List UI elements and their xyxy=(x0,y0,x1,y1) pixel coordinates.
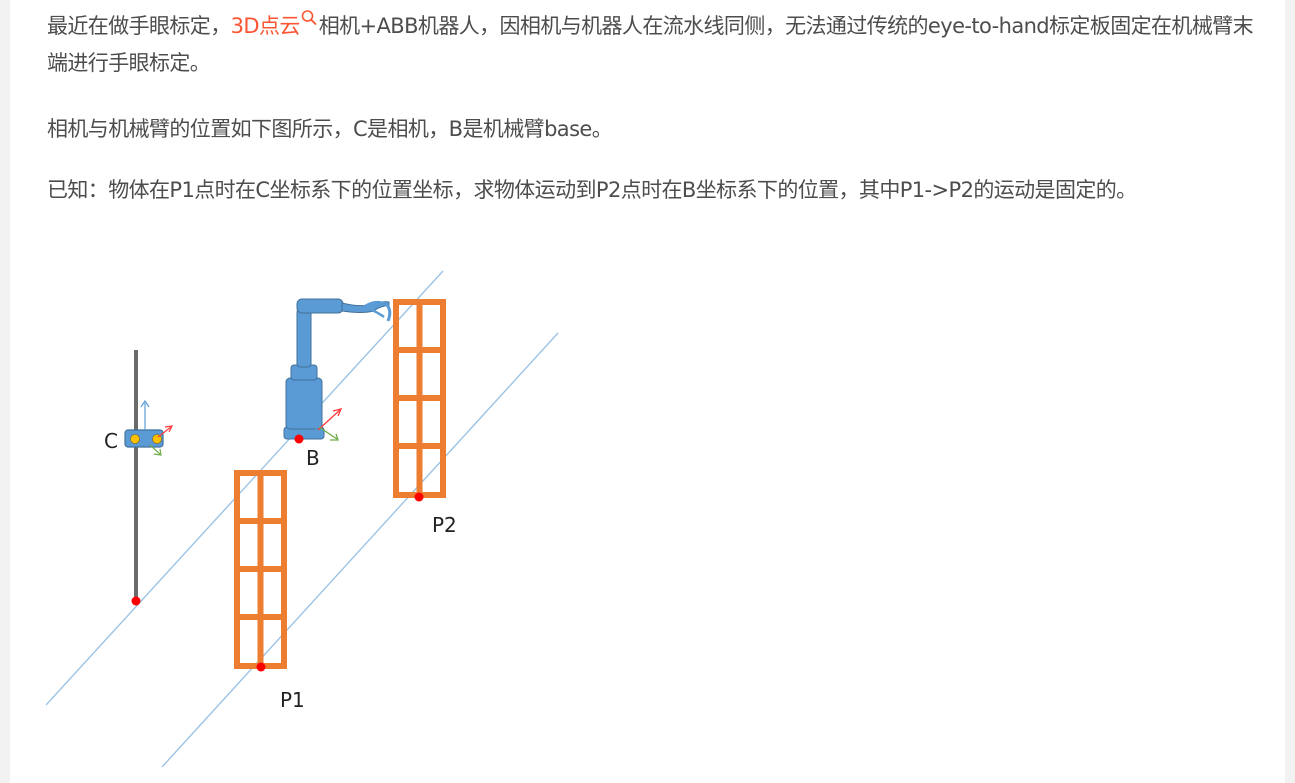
robot-base-marker xyxy=(294,434,304,444)
keyword-link-3d-point-cloud[interactable]: 3D点云 xyxy=(230,10,319,38)
intro-text-after: 相机+ABB机器人，因相机与机器人在流水线同侧，无法通过传统的eye-to-ha… xyxy=(47,14,1254,75)
search-icon xyxy=(301,10,317,25)
p1-marker xyxy=(256,662,266,672)
paragraph-setup: 相机与机械臂的位置如下图所示，C是相机，B是机械臂base。 xyxy=(47,117,613,141)
robot-arm xyxy=(283,298,392,441)
object-frame-p1 xyxy=(234,470,287,669)
intro-text-before: 最近在做手眼标定， xyxy=(47,14,231,38)
camera-c xyxy=(124,399,174,456)
p2-marker xyxy=(414,492,424,502)
conveyor-line-upper xyxy=(46,270,444,706)
label-robot-base-b: B xyxy=(306,446,320,470)
label-camera-c: C xyxy=(104,429,118,453)
paragraph-question: 已知：物体在P1点时在C坐标系下的位置坐标，求物体运动到P2点时在B坐标系下的位… xyxy=(47,178,1137,202)
conveyor-line-lower xyxy=(161,332,559,768)
paragraph-intro: 最近在做手眼标定，3D点云相机+ABB机器人，因相机与机器人在流水线同侧，无法通… xyxy=(47,8,1267,82)
label-point-p2: P2 xyxy=(432,513,457,537)
hand-eye-diagram: C B P1 xyxy=(46,270,559,768)
camera-pole-marker xyxy=(131,596,141,606)
label-point-p1: P1 xyxy=(280,688,305,712)
keyword-link-label: 3D点云 xyxy=(230,14,301,38)
article-body: 最近在做手眼标定，3D点云相机+ABB机器人，因相机与机器人在流水线同侧，无法通… xyxy=(10,0,1285,783)
